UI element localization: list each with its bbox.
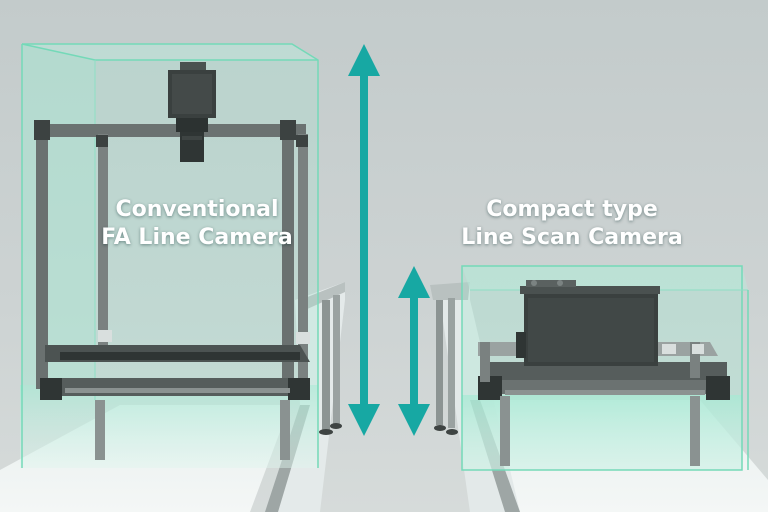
compact-label-line2: Line Scan Camera [461,225,683,250]
compact-camera [516,280,660,366]
short-height-arrow-icon [398,266,430,436]
conventional-camera-label: Conventional FA Line Camera [92,196,302,252]
conventional-label-line2: FA Line Camera [101,225,293,250]
conventional-camera [168,62,216,162]
left-frame [34,120,310,460]
compact-camera-label: Compact type Line Scan Camera [452,196,692,252]
compact-label-line1: Compact type [486,197,658,222]
conventional-label-line1: Conventional [115,197,279,222]
tall-height-arrow-icon [348,44,380,436]
